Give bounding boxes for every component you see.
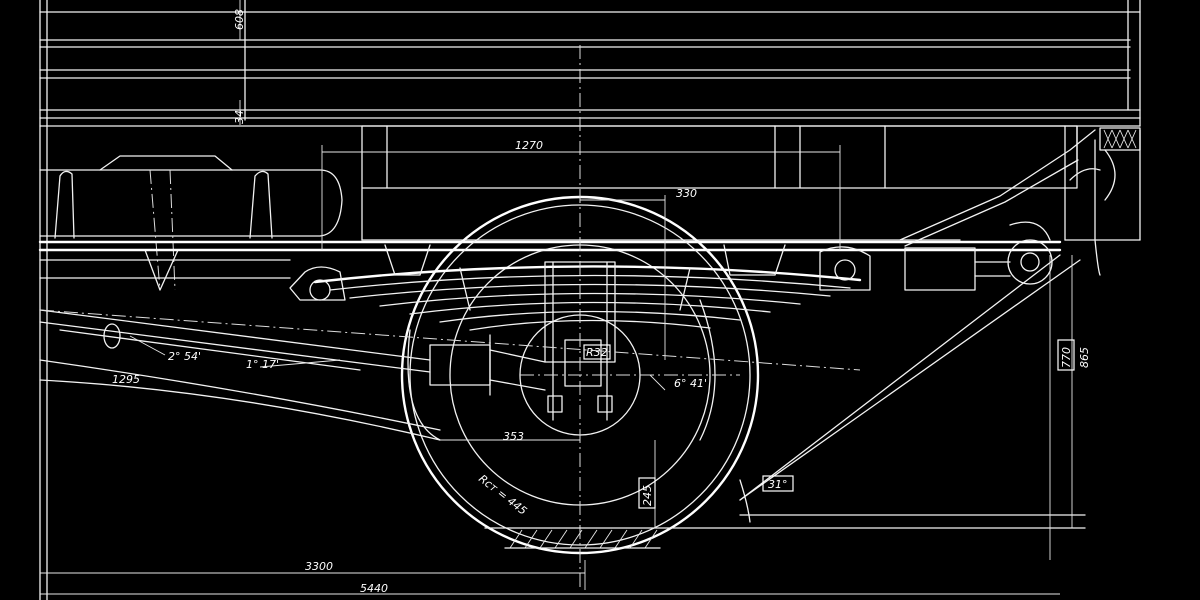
dim-1270: 1270 (515, 139, 543, 152)
dim-245: 245 (641, 485, 654, 506)
dim-3300: 3300 (305, 560, 333, 573)
dim-5440: 5440 (360, 582, 388, 595)
dim-1295: 1295 (112, 373, 140, 386)
dim-865: 865 (1078, 347, 1091, 368)
dim-r32: R32 (586, 346, 608, 359)
dim-608: 608 (233, 9, 246, 30)
leaf-spring (313, 261, 862, 421)
dim-angle-31: 31° (768, 478, 788, 491)
dim-770: 770 (1060, 347, 1073, 368)
dim-angle-1-17: 1° 17' (246, 358, 279, 371)
angle-lines (39, 254, 1086, 523)
dim-353: 353 (503, 430, 524, 443)
dimension-lines (40, 0, 1073, 595)
chassis-beam (38, 129, 1096, 279)
propeller-shaft (39, 309, 546, 396)
body-frame (39, 0, 1141, 600)
spring-brackets (289, 221, 1053, 301)
dim-angle-6-41: 6° 41' (674, 377, 707, 390)
buffer (1069, 139, 1116, 276)
ground (484, 527, 1086, 549)
dim-330: 330 (676, 187, 697, 200)
dim-angle-2-54: 2° 54' (168, 350, 201, 363)
subframe (361, 125, 1141, 241)
fuel-tank (39, 155, 343, 291)
center-lines (39, 45, 861, 590)
dim-34: 34 (233, 110, 246, 124)
